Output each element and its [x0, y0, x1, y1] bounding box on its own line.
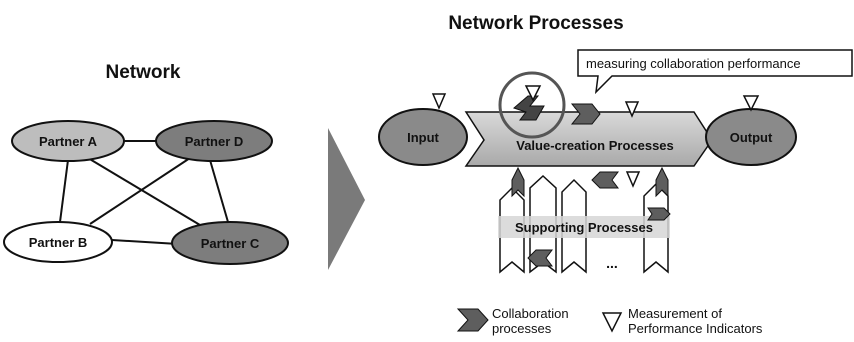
edge-d-b — [89, 157, 191, 225]
measure-highlight-icon — [524, 85, 542, 102]
supporting-ellipsis: ... — [606, 255, 618, 271]
node-partner-d-label: Partner D — [185, 134, 244, 149]
highlighted-collaboration — [498, 71, 566, 139]
node-partner-b-label: Partner B — [29, 235, 88, 250]
edge-b-c — [111, 239, 179, 245]
collab-chevron-1-icon — [570, 103, 601, 125]
input-label: Input — [407, 130, 439, 145]
collab-chevron-4-icon — [655, 166, 669, 198]
input-shape — [378, 108, 468, 166]
measure-value-icon — [624, 101, 640, 118]
callout-text: measuring collaboration performance — [586, 56, 801, 71]
network-edges — [59, 140, 229, 245]
node-partner-c-shape — [171, 221, 289, 265]
node-partner-b: Partner B — [3, 221, 113, 263]
collab-chevron-5-icon — [527, 249, 553, 267]
supporting-processes-label: Supporting Processes — [515, 220, 653, 235]
network-title: Network — [106, 62, 181, 83]
output-node: Output — [705, 108, 797, 166]
transition-arrow-icon — [328, 128, 365, 270]
collaboration-chevrons — [511, 103, 671, 267]
node-partner-a-shape — [11, 120, 125, 162]
node-partner-c: Partner C — [171, 221, 289, 265]
legend-collaboration-line1: Collaboration — [492, 306, 569, 321]
legend-measurement-line2: Performance Indicators — [628, 321, 763, 336]
legend-collaboration-line2: processes — [492, 321, 552, 336]
highlight-circle — [498, 71, 566, 139]
node-partner-d-shape — [155, 120, 273, 162]
network-processes-title: Network Processes — [448, 13, 623, 34]
callout-bubble — [577, 49, 853, 95]
collab-chevron-2-icon — [591, 171, 619, 189]
node-partner-a-label: Partner A — [39, 134, 98, 149]
legend-measurement-line1: Measurement of — [628, 306, 722, 321]
measurement-indicators — [431, 85, 760, 188]
collab-chevron-6-icon — [647, 207, 671, 221]
edge-d-c — [209, 159, 229, 223]
collab-chevron-3-icon — [511, 166, 525, 198]
edge-a-b — [59, 159, 69, 223]
legend-collaboration-icon — [456, 308, 489, 332]
node-partner-b-shape — [3, 221, 113, 263]
legend: Collaboration processes Measurement of P… — [456, 306, 763, 336]
edge-a-c — [87, 157, 211, 232]
legend-measurement-icon — [601, 312, 623, 333]
measure-input-icon — [431, 93, 447, 110]
node-partner-a: Partner A — [11, 120, 125, 162]
supporting-band — [498, 216, 670, 238]
node-partner-c-label: Partner C — [201, 236, 260, 251]
value-creation-band — [464, 111, 713, 167]
node-partner-d: Partner D — [155, 120, 273, 162]
measure-support-icon — [625, 171, 641, 188]
output-label: Output — [730, 130, 773, 145]
input-node: Input — [378, 108, 468, 166]
measure-output-icon — [742, 95, 760, 112]
callout: measuring collaboration performance — [577, 49, 853, 95]
value-creation-label: Value-creation Processes — [516, 138, 674, 153]
